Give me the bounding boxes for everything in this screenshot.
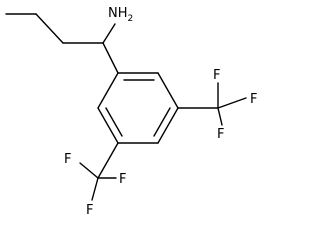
- bond-c4-ring: [102, 42, 119, 74]
- molecule-diagram: NH2 F F F F F F: [5, 6, 257, 218]
- structure-canvas: NH2 F F F F F F: [5, 6, 258, 218]
- fluorine-label-left-right: F: [119, 172, 126, 187]
- fluorine-label-right-bottom: F: [217, 127, 224, 142]
- amine-label-subscript: 2: [128, 14, 134, 24]
- ring-double-bond-2: [153, 107, 171, 137]
- ring-bond-2: [157, 72, 179, 109]
- fluorine-label-left-top: F: [64, 152, 71, 167]
- fluorine-label-left-bottom: F: [86, 203, 93, 218]
- ring-bond-3: [157, 107, 179, 144]
- bond-ring-cf3-left: [97, 142, 119, 179]
- bond-c2-c3: [35, 13, 64, 44]
- bond-cf3-left-f-top: [79, 162, 99, 179]
- bond-cf3-right-f-bottom: [217, 107, 223, 126]
- bond-cf3-left-f-bottom: [91, 177, 99, 201]
- fluorine-label-right-side: F: [250, 92, 257, 107]
- ring-bond-5: [97, 107, 119, 144]
- amine-label: NH2: [108, 6, 133, 24]
- ring-bond-6: [97, 72, 119, 109]
- amine-label-text: NH: [108, 6, 128, 21]
- fluorine-label-right-top: F: [213, 68, 220, 83]
- ring-double-bond-3: [105, 107, 123, 137]
- bond-cf3-right-f-right: [217, 97, 247, 109]
- bond-c4-n: [102, 23, 116, 44]
